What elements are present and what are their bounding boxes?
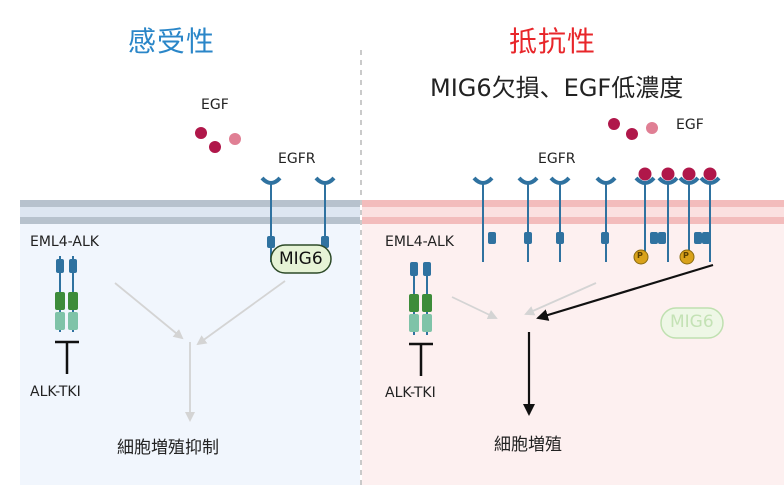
egf-molecule [608,118,620,130]
mig6-bound [270,244,332,274]
right-eml4-alk [409,262,432,335]
egf-molecule [229,133,241,145]
egf-molecule [638,167,652,181]
left-signal-arrows [114,280,286,422]
left-eml4-alk [55,256,78,332]
right-panel-subtitle: MIG6欠損、EGF低濃度 [430,74,684,102]
egf-molecule [646,122,658,134]
left-egfr-domains [267,236,329,248]
left-egf-ligands [195,127,241,153]
left-panel-title: 感受性 [128,25,216,58]
left-eml4-alk-label: EML4-ALK [30,234,99,250]
right-signal-arrows [451,263,714,416]
right-panel-title: 抵抗性 [509,25,597,58]
phospho-groups [633,249,695,265]
egf-molecule [209,141,221,153]
egf-molecule [661,167,675,181]
right-egfr-bound [634,176,721,262]
egf-molecule [703,167,717,181]
right-egfr-bound-domains [650,232,710,244]
right-egfr-unbound [472,176,617,262]
left-egf-label: EGF [201,97,229,113]
right-cytoplasm [362,200,784,485]
mig6-absent-label: MIG6 [670,312,714,332]
phospho-label: P [683,251,689,260]
right-eml4-alk-label: EML4-ALK [385,234,454,250]
right-egf-ligands [608,118,658,140]
right-alk-tki-label: ALK-TKI [385,385,436,401]
right-egf-label: EGF [676,117,704,133]
left-inhibition-bar [55,340,79,374]
right-membrane [362,200,784,224]
phospho-icon [633,249,649,265]
left-alk-tki-label: ALK-TKI [30,384,81,400]
right-egf-bound-ligands [638,167,717,181]
mig6-bound-label: MIG6 [279,249,323,269]
left-egfr-label: EGFR [278,151,316,167]
mig6-absent [660,307,724,339]
phospho-icon [679,249,695,265]
right-inhibition-bar [409,342,433,376]
left-membrane [20,200,360,224]
right-outcome-label: 細胞増殖 [494,435,562,455]
egf-molecule [626,128,638,140]
right-egfr-label: EGFR [538,151,576,167]
egf-molecule [682,167,696,181]
phospho-label: P [637,251,643,260]
left-outcome-label: 細胞増殖抑制 [117,438,219,458]
egf-molecule [195,127,207,139]
right-egfr-unbound-domains [488,232,609,244]
